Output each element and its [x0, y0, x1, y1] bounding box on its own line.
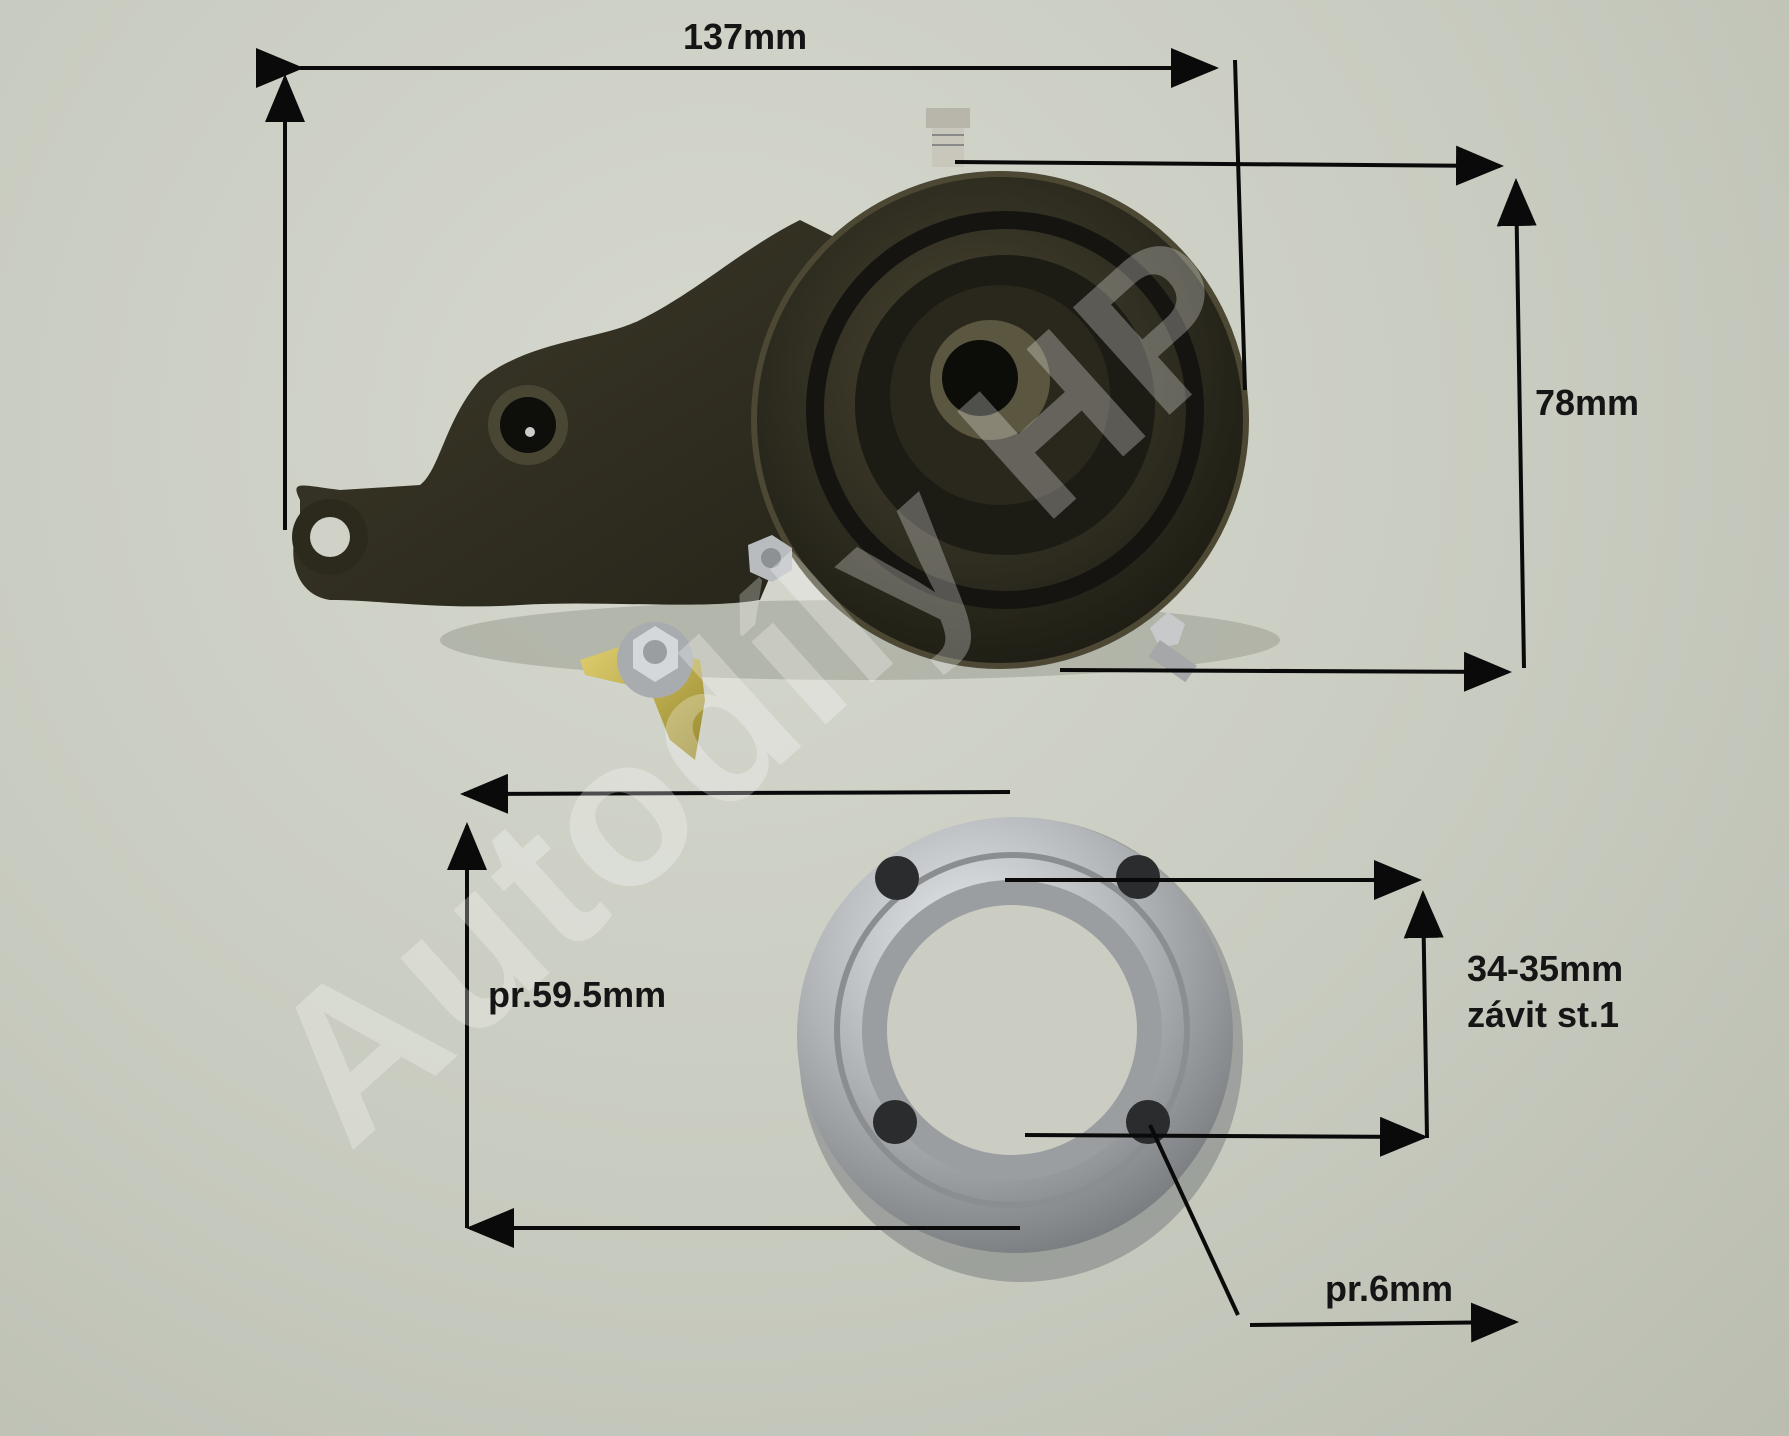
dim-thread-vertical	[1403, 890, 1444, 1139]
dim-hole-leader	[1148, 1124, 1240, 1316]
dim-ring-top	[460, 773, 1011, 814]
dim-height-top	[954, 145, 1504, 186]
dim-width-right	[1233, 59, 1247, 391]
ring-hole-bottom-right	[1126, 1100, 1170, 1144]
top-bolt	[926, 108, 970, 167]
ring-hole-top-left	[875, 856, 919, 900]
ring-bore	[887, 905, 1137, 1155]
axle-hole	[942, 340, 1018, 416]
dimension-thread-type-label: závit st.1	[1467, 994, 1620, 1035]
drum-brake	[292, 108, 1249, 760]
dim-hole-baseline	[1249, 1302, 1519, 1343]
dim-height-line	[1496, 178, 1537, 669]
ring-hole-top-right	[1116, 855, 1160, 899]
dim-height-bottom	[1059, 651, 1512, 692]
brake-arm	[293, 220, 900, 607]
dimension-lines	[256, 48, 1537, 1343]
dimension-thread-diameter-label: 34-35mm	[1467, 948, 1624, 989]
dimension-hole-diameter-label: pr.6mm	[1325, 1268, 1454, 1309]
dimension-outer-diameter-label: pr.59.5mm	[488, 974, 667, 1015]
dim-thread-bottom	[1024, 1116, 1428, 1157]
arm-nut	[748, 535, 792, 582]
ring-hole-bottom-left	[873, 1100, 917, 1144]
brake-lever	[580, 622, 705, 760]
dimension-height-label: 78mm	[1535, 382, 1640, 423]
steel-ring	[797, 817, 1243, 1282]
dimension-width-label: 137mm	[683, 16, 808, 57]
